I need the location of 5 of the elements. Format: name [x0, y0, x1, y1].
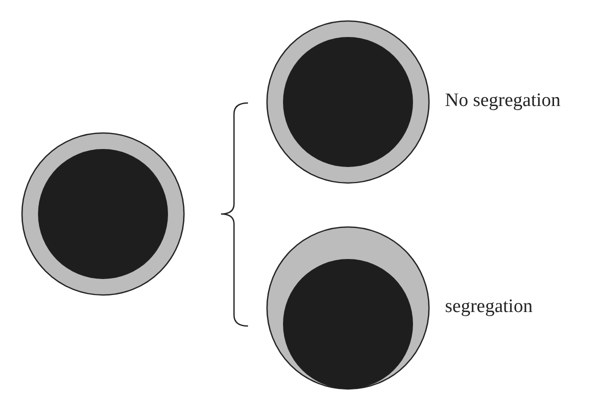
core-shell-particle — [266, 20, 430, 184]
particle-label: No segregation — [445, 91, 561, 112]
core-shell-particle — [266, 226, 430, 390]
core-shell-particle — [21, 132, 185, 296]
particle-label: segregation — [445, 297, 533, 318]
